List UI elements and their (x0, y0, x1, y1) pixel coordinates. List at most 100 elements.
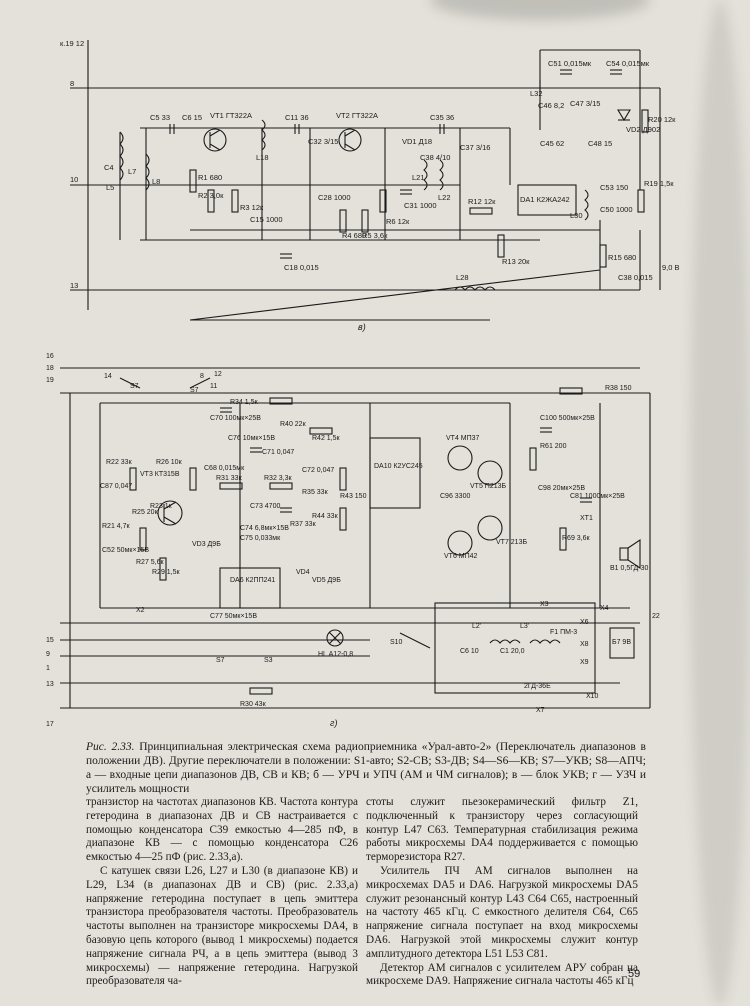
svg-text:C15 1000: C15 1000 (250, 215, 283, 224)
paragraph: С катушек связи L26, L27 и L30 (в диапаз… (86, 864, 358, 988)
svg-text:13: 13 (70, 281, 78, 290)
svg-text:C46 8,2: C46 8,2 (538, 101, 564, 110)
svg-text:X8: X8 (580, 641, 589, 648)
svg-text:R35 33к: R35 33к (302, 489, 329, 496)
svg-text:VT6 МП42: VT6 МП42 (444, 553, 478, 560)
svg-text:R21 4,7к: R21 4,7к (102, 523, 131, 530)
schematic-top: к.19 12 8 10 13 C5 33 C6 15 VT1 ГТ322А C… (60, 40, 680, 332)
svg-text:9,0 В: 9,0 В (662, 263, 680, 272)
svg-text:R38 150: R38 150 (605, 385, 632, 392)
svg-text:15: 15 (46, 637, 54, 644)
svg-text:L8: L8 (152, 177, 160, 186)
svg-text:VT1 ГТ322А: VT1 ГТ322А (210, 111, 252, 120)
svg-text:X9: X9 (580, 659, 589, 666)
svg-text:16: 16 (46, 353, 54, 360)
svg-text:9: 9 (46, 651, 50, 658)
svg-text:VT2 ГТ322А: VT2 ГТ322А (336, 111, 378, 120)
svg-text:L28: L28 (456, 273, 469, 282)
svg-text:R43 150: R43 150 (340, 493, 367, 500)
svg-text:C38 4/10: C38 4/10 (420, 153, 450, 162)
svg-text:R42 1,5к: R42 1,5к (312, 435, 341, 442)
svg-text:R31 33к: R31 33к (216, 475, 243, 482)
svg-text:C70 100мк×25В: C70 100мк×25В (210, 415, 261, 422)
svg-text:C50 1000: C50 1000 (600, 205, 633, 214)
svg-text:C100 500мк×25В: C100 500мк×25В (540, 415, 595, 422)
svg-text:C52 50мк×15В: C52 50мк×15В (102, 547, 149, 554)
scan-smudge (430, 0, 650, 20)
svg-text:C31 1000: C31 1000 (404, 201, 437, 210)
svg-text:13: 13 (46, 681, 54, 688)
svg-text:B1 0,5ГД-30: B1 0,5ГД-30 (610, 565, 649, 572)
svg-text:L32: L32 (530, 89, 543, 98)
svg-text:R4 680: R4 680 (342, 231, 366, 240)
text-column-right: стоты служит пьезокерамический фильтр Z1… (366, 796, 638, 989)
svg-text:R1 680: R1 680 (198, 173, 222, 182)
paragraph: Усилитель ПЧ АМ сигналов выполнен на мик… (366, 864, 638, 960)
svg-text:C32 3/15: C32 3/15 (308, 137, 338, 146)
svg-text:DA1 К2ЖА242: DA1 К2ЖА242 (520, 195, 570, 204)
svg-text:R6 12к: R6 12к (386, 217, 410, 226)
svg-text:R2 3,0к: R2 3,0к (198, 191, 224, 200)
svg-text:C11 36: C11 36 (285, 113, 309, 122)
svg-text:14: 14 (104, 373, 112, 380)
svg-text:R25 20к: R25 20к (132, 509, 159, 516)
svg-text:X4: X4 (600, 605, 609, 612)
svg-text:L2': L2' (472, 623, 481, 630)
svg-text:19: 19 (46, 377, 54, 384)
svg-text:R19 1,5к: R19 1,5к (644, 179, 674, 188)
svg-text:R26 10к: R26 10к (156, 459, 183, 466)
svg-text:C37 3/16: C37 3/16 (460, 143, 490, 152)
svg-text:C28 1000: C28 1000 (318, 193, 351, 202)
svg-text:C96 3300: C96 3300 (440, 493, 470, 500)
svg-text:R3 12к: R3 12к (240, 203, 264, 212)
svg-text:R5 3,6к: R5 3,6к (362, 231, 388, 240)
text-column-left: транзистор на частотах диапазонов КВ. Ча… (86, 796, 358, 989)
svg-text:R34 1,5к: R34 1,5к (230, 399, 259, 406)
svg-text:C71 0,047: C71 0,047 (262, 449, 294, 456)
svg-text:DA10 К2УС245: DA10 К2УС245 (374, 463, 423, 470)
schematic-top-sublabel: в) (358, 322, 366, 332)
svg-text:R29 1,5к: R29 1,5к (152, 569, 181, 576)
figure-caption-text: Принципиальная электрическая схема радио… (86, 741, 646, 795)
figure-caption: Рис. 2.33. Принципиальная электрическая … (86, 740, 646, 796)
svg-text:L7: L7 (128, 167, 136, 176)
scan-edge-shadow (690, 0, 750, 1006)
svg-text:22: 22 (652, 613, 660, 620)
svg-text:VT5 П213Б: VT5 П213Б (470, 483, 506, 490)
page-number: 59 (628, 968, 641, 980)
svg-text:C35 36: C35 36 (430, 113, 454, 122)
svg-text:C4: C4 (104, 163, 114, 172)
svg-text:VD2 Д902: VD2 Д902 (626, 125, 660, 134)
svg-text:L22: L22 (438, 193, 451, 202)
svg-text:C81 1000мк×25В: C81 1000мк×25В (570, 493, 625, 500)
svg-text:C18 0,015: C18 0,015 (284, 263, 319, 272)
svg-text:C98 20мк×25В: C98 20мк×25В (538, 485, 585, 492)
svg-text:C47 3/15: C47 3/15 (570, 99, 600, 108)
svg-text:R20 12к: R20 12к (648, 115, 676, 124)
svg-text:C6 10: C6 10 (460, 648, 479, 655)
svg-text:HL А12-0,8: HL А12-0,8 (318, 651, 353, 658)
svg-text:C77 50мк×15В: C77 50мк×15В (210, 613, 257, 620)
svg-text:L21: L21 (412, 173, 425, 182)
paragraph: транзистор на частотах диапазонов КВ. Ча… (86, 796, 358, 864)
paragraph: стоты служит пьезокерамический фильтр Z1… (366, 796, 638, 864)
paragraph: Детектор АМ сигналов с усилителем АРУ со… (366, 961, 638, 988)
svg-text:2ГД-36Е: 2ГД-36Е (524, 683, 551, 690)
svg-text:12: 12 (214, 371, 222, 378)
svg-text:XT1: XT1 (580, 515, 593, 522)
svg-text:VD3 Д9Б: VD3 Д9Б (192, 541, 221, 548)
svg-text:10: 10 (70, 175, 78, 184)
svg-text:17: 17 (46, 721, 54, 728)
svg-text:R61 200: R61 200 (540, 443, 567, 450)
svg-text:C68 0,015мк: C68 0,015мк (204, 465, 245, 472)
svg-text:C74 6,8мк×15В: C74 6,8мк×15В (240, 525, 289, 532)
svg-text:C5 33: C5 33 (150, 113, 170, 122)
svg-text:L30: L30 (570, 211, 583, 220)
svg-text:S7: S7 (190, 387, 199, 394)
svg-text:R22 33к: R22 33к (106, 459, 133, 466)
svg-text:11: 11 (210, 383, 217, 390)
svg-text:1: 1 (46, 665, 50, 672)
schematic-bottom-sublabel: г) (330, 718, 337, 728)
